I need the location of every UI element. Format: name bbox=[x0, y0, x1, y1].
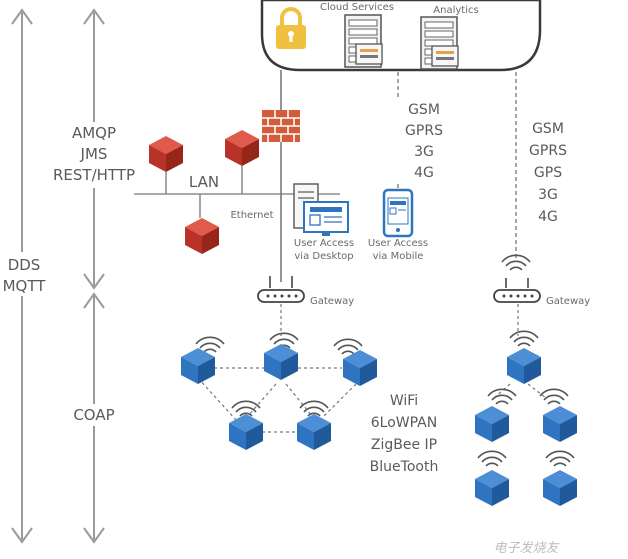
tree-node-right-child bbox=[543, 470, 577, 506]
right-gateway-icon bbox=[493, 254, 541, 303]
wireless-protocol-bluetooth: BlueTooth bbox=[370, 459, 439, 475]
lan-node-1 bbox=[149, 136, 183, 172]
protocol-mqtt: MQTT bbox=[3, 277, 47, 295]
outer-protocol-labels: DDS MQTT bbox=[0, 252, 48, 296]
left-gateway-icon bbox=[257, 276, 305, 303]
wireless-protocol-wifi: WiFi bbox=[390, 393, 418, 409]
desktop-access-line-2: via Desktop bbox=[294, 251, 353, 262]
cloud-services-server-icon bbox=[344, 14, 383, 68]
ethernet-label: Ethernet bbox=[230, 210, 273, 221]
mid-protocol-3g: 3G bbox=[414, 144, 434, 160]
lock-icon bbox=[276, 7, 306, 49]
protocol-amqp: AMQP bbox=[72, 124, 116, 142]
middle-mobile-protocol-labels: GSM GPRS 3G 4G bbox=[396, 98, 452, 184]
wireless-protocol-6lowpan: 6LoWPAN bbox=[371, 415, 437, 431]
firewall-icon bbox=[262, 110, 300, 142]
lower-protocol-labels: COAP bbox=[64, 404, 124, 426]
mid-protocol-gsm: GSM bbox=[408, 102, 440, 118]
desktop-computer-icon bbox=[293, 183, 349, 236]
protocol-jms: JMS bbox=[80, 145, 108, 163]
lan-label: LAN bbox=[189, 173, 219, 191]
cloud bbox=[260, 0, 542, 72]
right-protocol-3g: 3G bbox=[538, 187, 558, 203]
wireless-protocol-zigbee-ip: ZigBee IP bbox=[371, 437, 437, 453]
mobile-access-line-2: via Mobile bbox=[373, 251, 424, 262]
mesh-node-3 bbox=[343, 350, 377, 386]
mobile-access-line-1: User Access bbox=[368, 238, 428, 249]
mid-protocol-gprs: GPRS bbox=[405, 123, 443, 139]
cloud-services-label: Cloud Services bbox=[320, 2, 394, 13]
tree-node-right bbox=[543, 406, 577, 442]
right-gateway-label: Gateway bbox=[546, 296, 590, 307]
mesh-node-4 bbox=[229, 414, 263, 450]
upper-protocol-labels: AMQP JMS REST/HTTP bbox=[42, 122, 146, 188]
tree-nodes bbox=[475, 330, 577, 506]
analytics-server-icon bbox=[420, 16, 459, 70]
protocol-rest-http: REST/HTTP bbox=[53, 166, 135, 184]
right-protocol-gprs: GPRS bbox=[529, 143, 567, 159]
desktop-access-line-1: User Access bbox=[294, 238, 354, 249]
watermark: 电子发烧友 bbox=[493, 541, 560, 556]
analytics-label: Analytics bbox=[433, 5, 478, 16]
mesh-node-1 bbox=[181, 348, 215, 384]
lan-node-3 bbox=[185, 218, 219, 254]
tree-node-root bbox=[507, 348, 541, 384]
tree-node-left bbox=[475, 406, 509, 442]
lan-node-2 bbox=[225, 130, 259, 166]
protocol-dds: DDS bbox=[8, 256, 41, 274]
wireless-protocol-labels: WiFi 6LoWPAN ZigBee IP BlueTooth bbox=[370, 393, 439, 475]
mid-protocol-4g: 4G bbox=[414, 165, 434, 181]
protocol-coap: COAP bbox=[73, 406, 114, 424]
tree-node-left-child bbox=[475, 470, 509, 506]
tree-links bbox=[493, 304, 547, 399]
mesh-links bbox=[197, 304, 357, 433]
mesh-node-5 bbox=[297, 414, 331, 450]
mesh-node-2 bbox=[264, 344, 298, 380]
right-mobile-protocol-labels: GSM GPRS GPS 3G 4G bbox=[518, 118, 578, 225]
left-gateway-label: Gateway bbox=[310, 296, 354, 307]
right-protocol-gsm: GSM bbox=[532, 121, 564, 137]
right-protocol-4g: 4G bbox=[538, 209, 558, 225]
right-protocol-gps: GPS bbox=[534, 165, 562, 181]
mobile-phone-icon bbox=[382, 188, 414, 238]
